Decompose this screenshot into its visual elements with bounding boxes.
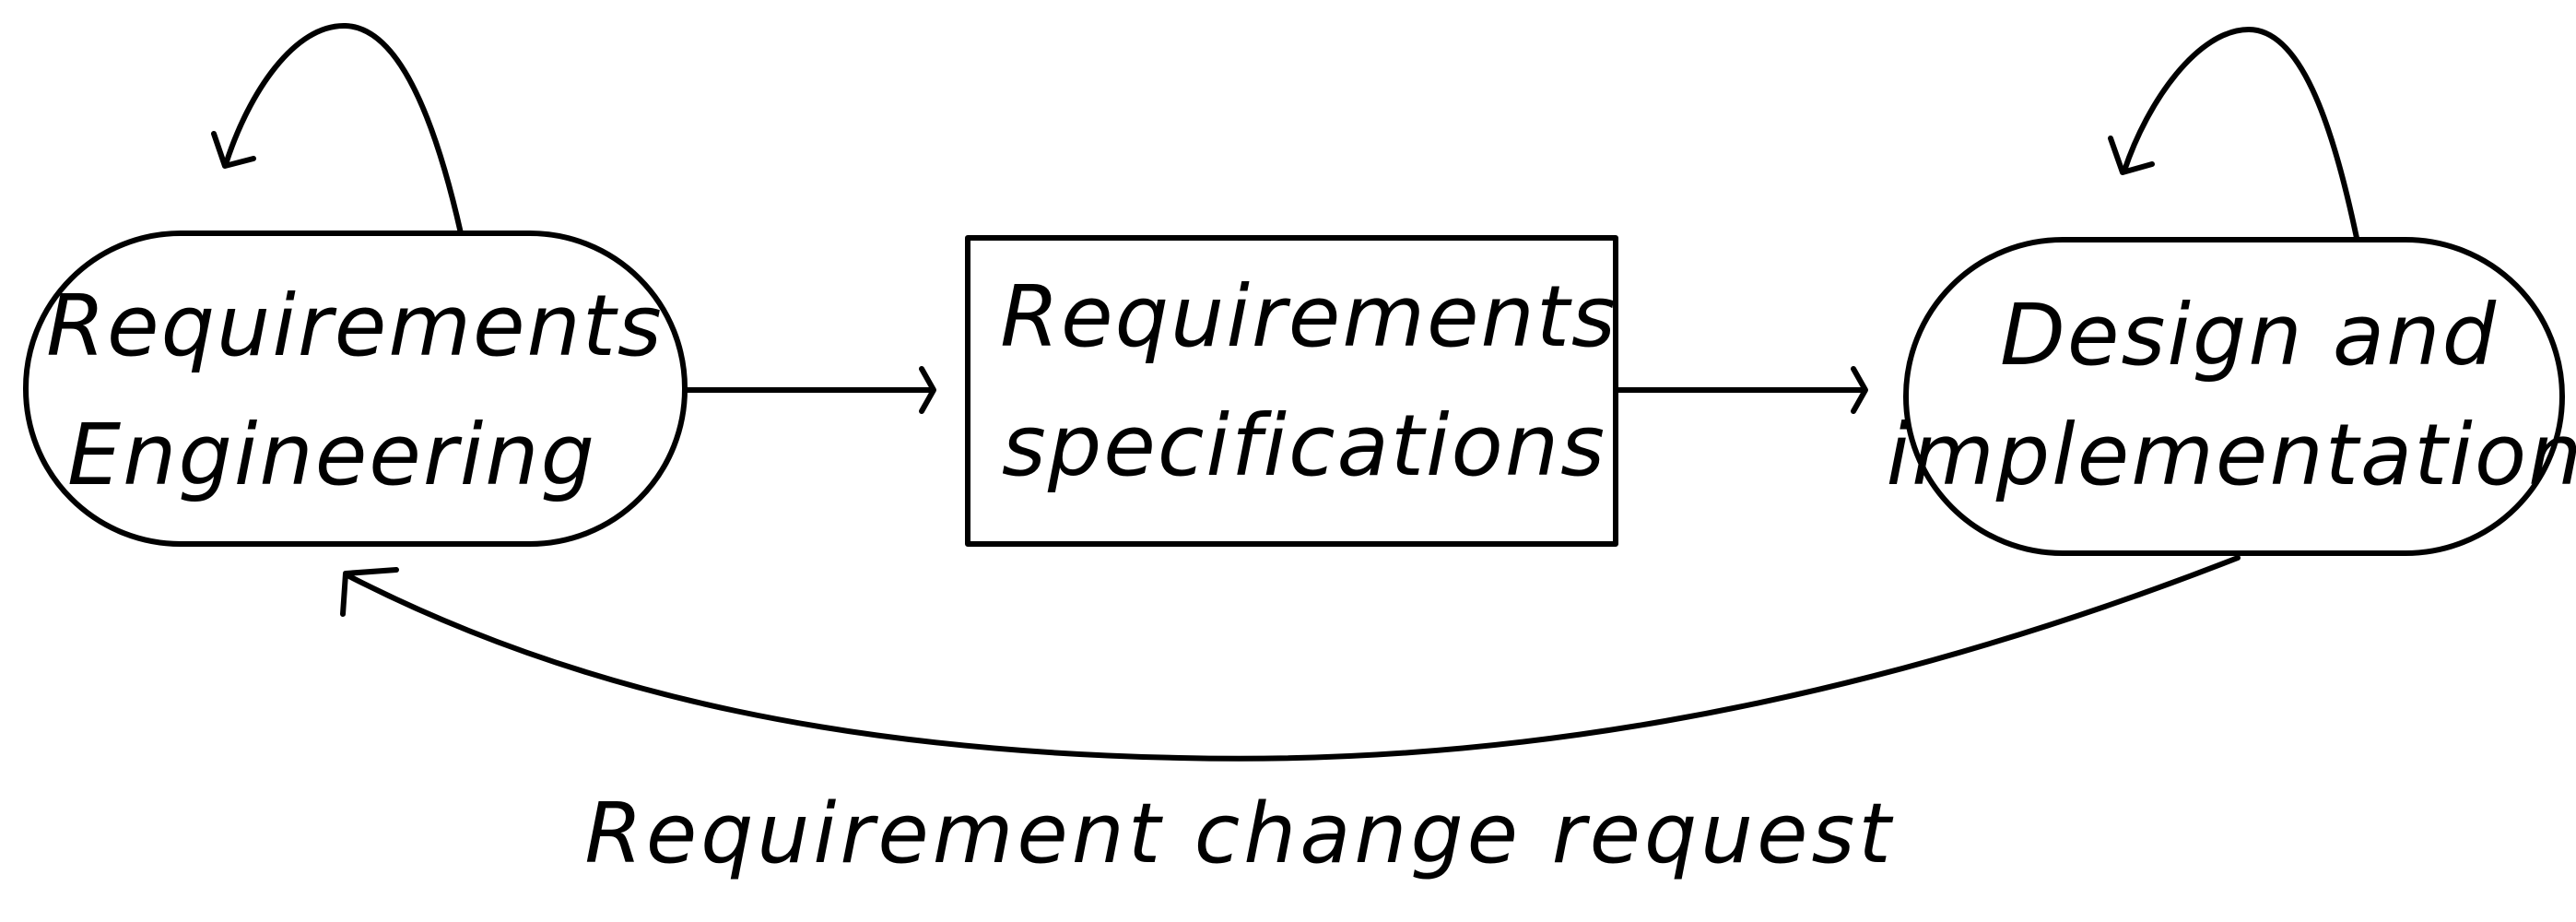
self-loop-arrow-design-implementation bbox=[2108, 27, 2359, 241]
requirements-engineering-label-line2: Engineering bbox=[67, 406, 596, 504]
design-implementation-label-line1: Design and bbox=[2000, 286, 2498, 384]
self-loop-arrow-requirements-engineering bbox=[211, 22, 464, 236]
design-implementation-shape bbox=[1903, 237, 2565, 556]
requirements-engineering-shape bbox=[23, 230, 688, 547]
arrow-specifications-to-design bbox=[1615, 366, 1868, 414]
arrow-engineering-to-specifications bbox=[685, 366, 936, 414]
requirements-specifications-label-line1: Requirements bbox=[1000, 267, 1617, 366]
requirements-engineering-label-line1: Requirements bbox=[46, 277, 664, 375]
design-implementation-label-line2: implementation bbox=[1887, 406, 2576, 504]
node-design-implementation: Design and implementation bbox=[1887, 237, 2576, 556]
feedback-arrow-change-request bbox=[340, 555, 2241, 762]
requirements-specifications-label-line2: specifications bbox=[1002, 396, 1606, 495]
node-requirements-specifications: Requirements specifications bbox=[965, 235, 1618, 547]
feedback-label: Requirement change request bbox=[584, 786, 1894, 882]
node-requirements-engineering: Requirements Engineering bbox=[23, 230, 688, 547]
